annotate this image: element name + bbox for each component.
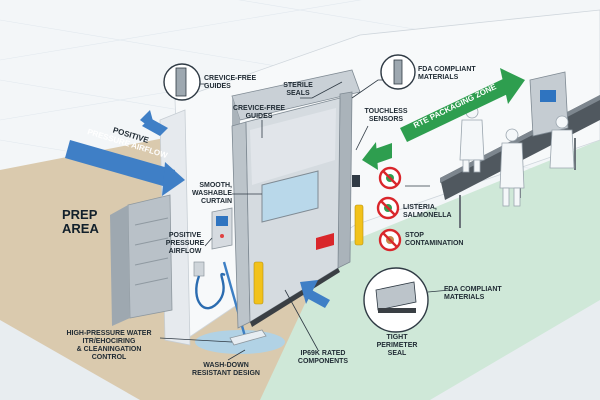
- label-listeria: LISTERIA, SALMONELLA: [403, 204, 452, 219]
- label-fda-top: FDA COMPLIANT MATERIALS: [418, 66, 476, 81]
- label-crevice-free-guides-top: CREVICE-FREE GUIDES: [204, 75, 257, 90]
- label-crevice-free-guides-mid: CREVICE-FREE GUIDES: [232, 105, 286, 120]
- control-panel: [211, 207, 233, 250]
- callout-fda-top: [380, 54, 416, 90]
- no-contamination-icon: [378, 228, 402, 252]
- label-stop-contamination: STOP CONTAMINATION: [405, 232, 464, 247]
- pressure-airflow-arrow: [65, 140, 185, 196]
- blue-arrow-seal: [300, 280, 330, 308]
- door-assembly: [231, 69, 361, 329]
- label-fda-bottom: FDA COMPLIANT MATERIALS: [444, 286, 502, 301]
- mop: [222, 261, 267, 346]
- label-ip69k: IP69K RATED COMPONENTS: [297, 350, 349, 365]
- prep-area-label: PREP AREA: [62, 207, 99, 236]
- hose-reel: [193, 261, 226, 310]
- equipment-cabinet: [110, 194, 173, 326]
- no-bacteria-icon: [376, 196, 400, 220]
- no-bacteria-icon: [378, 166, 402, 190]
- label-touchless-sensors: TOUCHLESS SENSORS: [364, 108, 408, 123]
- label-positive-pressure: POSITIVE PRESSURE AIRFLOW: [165, 232, 205, 255]
- callout-guide-top: [163, 63, 201, 101]
- rte-arrow: [400, 68, 525, 142]
- label-high-pressure: HIGH-PRESSURE WATER ITR/EHOCIRING & CLEA…: [66, 330, 152, 361]
- bollards: [253, 204, 364, 305]
- label-tight-seal: TIGHT PERIMETER SEAL: [376, 334, 418, 357]
- workers: [459, 105, 575, 207]
- floor-foreground-right: [430, 300, 600, 400]
- floor-foreground: [0, 320, 140, 400]
- label-smooth-curtain: SMOOTH, WASHABLE CURTAIN: [191, 182, 232, 205]
- leader-lines: [159, 79, 451, 361]
- label-sterile-seals: STERILE SEALS: [283, 82, 313, 97]
- blue-arrow-top: [140, 110, 168, 136]
- door-window: [261, 170, 319, 223]
- touchless-sensor: [352, 175, 360, 187]
- warning-sign-icon: [316, 233, 334, 250]
- green-chevron-arrow: [362, 142, 392, 170]
- label-wash-down: WASH-DOWN RESISTANT DESIGN: [192, 362, 260, 377]
- callout-seal-bottom: [363, 267, 429, 333]
- bottom-seal: [250, 268, 340, 327]
